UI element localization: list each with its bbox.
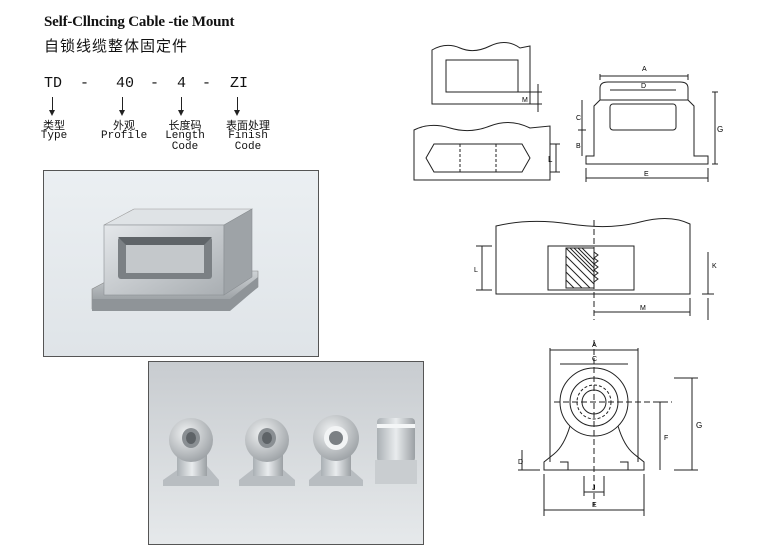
- code-type: TD: [44, 75, 63, 92]
- dim-label: C: [576, 115, 581, 122]
- label-finish: 表面处理 Finish Code: [220, 120, 276, 153]
- label-finish-en-2: Code: [234, 141, 262, 153]
- round-mount-1: [163, 418, 219, 486]
- dim-label: G: [717, 125, 723, 134]
- label-length: 长度码 Length Code: [164, 120, 206, 153]
- dim-label: M: [640, 305, 646, 312]
- part-code-row: TD - 40 - 4 - ZI: [44, 75, 344, 95]
- drawing-top-right: A D C B G E: [576, 66, 723, 182]
- rectangular-mount-image: [91, 208, 259, 311]
- code-separator: -: [202, 75, 212, 92]
- arrow-down-icon: [119, 97, 125, 116]
- arrow-down-icon: [178, 97, 184, 116]
- dim-label: D: [641, 83, 646, 90]
- drawing-middle: L K M: [474, 218, 717, 320]
- dim-label: M: [522, 97, 528, 104]
- dim-label: D: [518, 459, 523, 466]
- label-profile: 外观 Profile: [101, 120, 147, 142]
- dim-label: E: [592, 502, 597, 509]
- dim-label: L: [548, 155, 553, 164]
- round-mount-4-side-view: [375, 418, 417, 484]
- dim-label: F: [664, 435, 668, 442]
- drawing-top-left: M L: [413, 42, 560, 181]
- code-finish: ZI: [230, 75, 249, 92]
- code-profile: 40: [116, 75, 135, 92]
- dim-label: K: [712, 263, 717, 270]
- dim-label: J: [592, 485, 596, 492]
- dim-label: C: [592, 356, 597, 363]
- product-photo-round-mounts: [148, 361, 424, 545]
- product-photo-rectangular-mount: [43, 170, 319, 357]
- label-finish-cn: 表面处理: [226, 119, 270, 132]
- label-type-cn: 类型: [43, 119, 65, 132]
- label-profile-en: Profile: [101, 130, 148, 142]
- code-separator: -: [150, 75, 160, 92]
- drawing-bottom: A C G F D J E: [518, 340, 702, 516]
- arrow-down-icon: [234, 97, 240, 116]
- round-mount-2: [239, 418, 295, 486]
- label-finish-en-1: Finish: [228, 130, 268, 142]
- label-length-en-2: Code: [171, 141, 199, 153]
- arrow-down-icon: [49, 97, 55, 116]
- label-type-en: Type: [40, 130, 68, 142]
- dim-label: A: [592, 342, 597, 349]
- round-mounts-image: [163, 415, 417, 486]
- dim-label: L: [474, 267, 478, 274]
- dim-label: G: [696, 421, 702, 430]
- round-mount-3: [309, 415, 363, 486]
- label-length-en-1: Length: [165, 130, 205, 142]
- label-profile-cn: 外观: [113, 119, 135, 132]
- title-en: Self-Cllncing Cable -tie Mount: [44, 14, 235, 30]
- title-cn: 自锁线缆整体固定件: [44, 37, 189, 55]
- code-separator: -: [80, 75, 90, 92]
- code-length: 4: [177, 75, 187, 92]
- label-length-cn: 长度码: [168, 119, 202, 132]
- dim-label: E: [644, 171, 649, 178]
- dim-label: A: [642, 66, 647, 73]
- dim-label: B: [576, 143, 581, 150]
- label-type: 类型 Type: [40, 120, 68, 142]
